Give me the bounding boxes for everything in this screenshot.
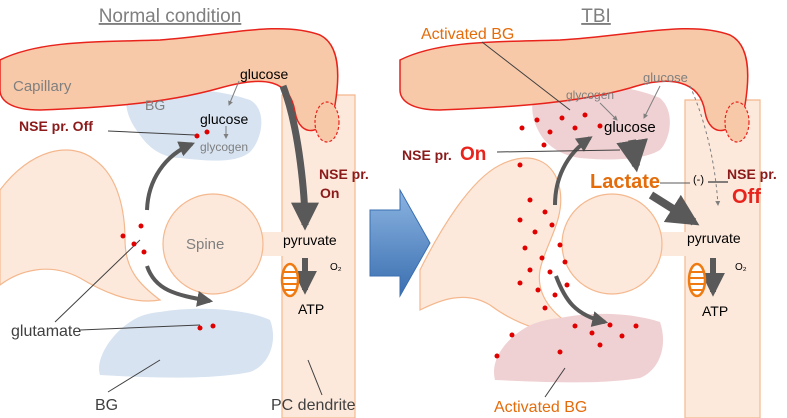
nse-on-pointer-line bbox=[496, 149, 621, 153]
presynaptic-terminal bbox=[0, 149, 162, 302]
glutamate-uptake-tbi-bottom-arrow bbox=[554, 275, 609, 327]
nse-on-tbi-prefix: NSE pr. bbox=[402, 147, 452, 163]
glutamate-dots-tbi bbox=[494, 112, 639, 359]
pc-dendrite-pointer-line bbox=[307, 359, 323, 396]
nse-off-tbi-line2: Off bbox=[732, 186, 761, 208]
glycogen-to-glucose-arrow bbox=[599, 102, 618, 121]
pyruvate-tbi-label: pyruvate bbox=[687, 230, 741, 246]
o2-tbi-label: O₂ bbox=[735, 262, 747, 273]
glucose-to-lactate-arrow bbox=[616, 138, 648, 173]
activated-bg-bottom bbox=[494, 313, 664, 383]
left-title: Normal condition bbox=[99, 6, 242, 27]
nse-on-tbi-suffix: On bbox=[460, 144, 486, 165]
bg-bottom bbox=[99, 308, 274, 378]
lactate-to-pyruvate-arrow bbox=[648, 191, 700, 226]
glucose-capillary-tbi-label: glucose bbox=[643, 70, 688, 85]
activated-bg-bottom-pointer-line bbox=[544, 367, 566, 398]
pc-dendrite-tbi bbox=[684, 99, 761, 418]
glucose-capillary-to-bg-arrow bbox=[228, 80, 240, 106]
glutamate-label: glutamate bbox=[11, 323, 81, 340]
bg-top bbox=[126, 88, 262, 161]
capillary-glucose-dashed-arrow bbox=[689, 85, 721, 206]
nse-off-pointer-line bbox=[107, 130, 196, 136]
capillary-opening bbox=[314, 101, 340, 143]
right-panel: TBI Activated BG glycogen glucose glucos… bbox=[399, 6, 777, 418]
capillary-glucose-to-bg-arrow bbox=[643, 85, 661, 119]
mitochondrion-icon bbox=[280, 262, 300, 298]
activated-bg-top-pointer-line bbox=[481, 41, 571, 111]
glucose-capillary-label: glucose bbox=[240, 66, 288, 82]
lactate-label: Lactate bbox=[590, 171, 660, 193]
glutamate-pointer-line-2 bbox=[79, 324, 201, 331]
glycogen-tbi-label: glycogen bbox=[566, 88, 614, 102]
inhibit-label: (-) bbox=[693, 174, 704, 186]
nse-off-label: NSE pr. Off bbox=[19, 118, 93, 134]
activated-bg-top-label: Activated BG bbox=[421, 26, 514, 43]
capillary-label: Capillary bbox=[13, 78, 72, 95]
activated-bg-bottom-label: Activated BG bbox=[494, 399, 587, 416]
atp-label: ATP bbox=[298, 301, 324, 317]
capillary-opening-tbi bbox=[724, 101, 750, 143]
mitochondrion-tbi-icon bbox=[687, 262, 707, 298]
pc-dendrite-label: PC dendrite bbox=[271, 397, 356, 414]
nse-off-tbi-line1: NSE pr. bbox=[727, 166, 777, 182]
glycogen-label: glycogen bbox=[200, 140, 248, 154]
bg-bottom-pointer-line bbox=[107, 359, 161, 393]
glucose-to-pyruvate-arrow bbox=[279, 84, 319, 231]
spine-neck bbox=[258, 232, 285, 256]
glutamate-uptake-bottom-arrow bbox=[145, 265, 214, 307]
glutamate-dots bbox=[120, 129, 216, 331]
o2-label: O₂ bbox=[330, 262, 342, 273]
bg-label: BG bbox=[145, 97, 165, 113]
pc-dendrite bbox=[281, 94, 356, 418]
glucose-bg-label: glucose bbox=[200, 111, 248, 127]
nse-on-label-line1: NSE pr. bbox=[319, 166, 369, 182]
left-panel: Normal condition Capillary glucose BG gl… bbox=[0, 6, 369, 418]
spine-label: Spine bbox=[186, 236, 224, 253]
pyruvate-label: pyruvate bbox=[283, 232, 337, 248]
nse-on-label-line2: On bbox=[320, 185, 339, 201]
bg-bottom-label: BG bbox=[95, 397, 118, 414]
glutamate-uptake-top-arrow bbox=[145, 141, 195, 211]
right-title: TBI bbox=[581, 6, 611, 27]
spine-neck-tbi bbox=[655, 232, 688, 256]
glucose-tbi-label: glucose bbox=[604, 119, 656, 136]
atp-tbi-label: ATP bbox=[702, 303, 728, 319]
transition-arrow-icon bbox=[369, 188, 431, 298]
spine-head-tbi bbox=[561, 193, 663, 295]
glutamate-uptake-tbi-top-arrow bbox=[553, 136, 593, 206]
glutamate-pointer-line bbox=[54, 239, 141, 323]
